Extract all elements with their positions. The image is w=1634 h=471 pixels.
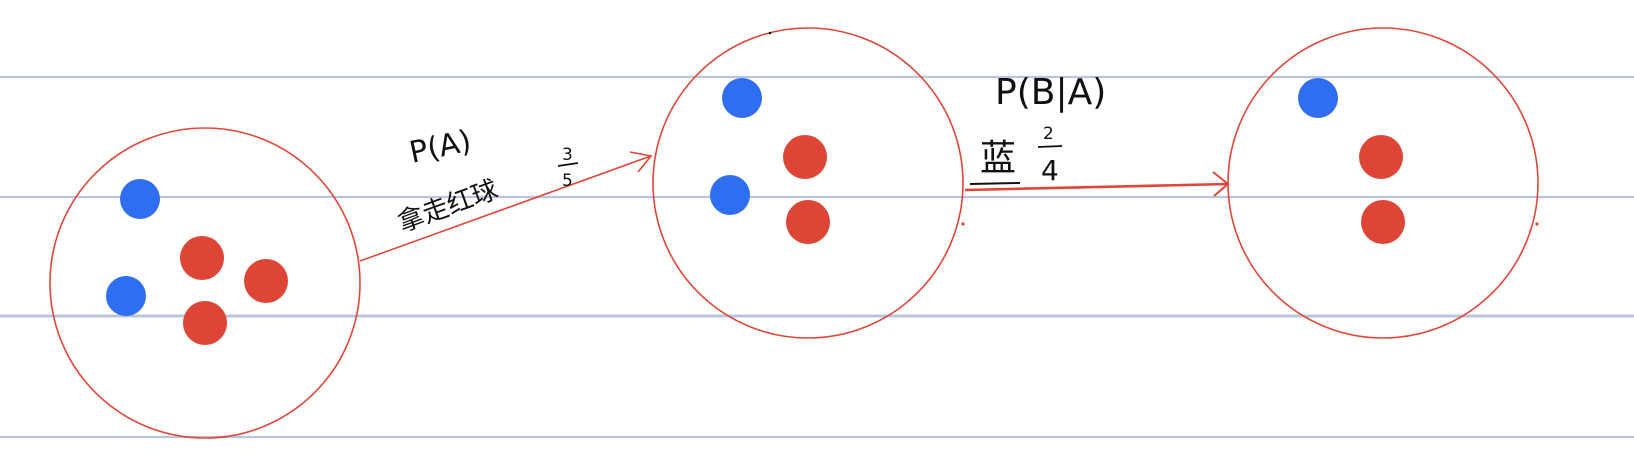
step2-event-label: P(B|A) [995, 72, 1106, 113]
fraction-bar [1037, 145, 1063, 148]
red-ball [783, 135, 827, 179]
blue-ball [120, 179, 160, 219]
blue-ball [710, 175, 750, 215]
blue-ball [1298, 78, 1338, 118]
red-ball [244, 259, 288, 303]
step1-annotation: P(A) 拿走红球 3 5 [394, 124, 579, 239]
blue-ball [106, 276, 146, 316]
blue-ball [722, 78, 762, 118]
underline [969, 182, 1021, 185]
red-ball [1359, 135, 1403, 179]
arrow-step2 [964, 171, 1230, 197]
step1-event-label: P(A) [406, 124, 474, 171]
stray-dot [1535, 222, 1539, 226]
ruled-lines [0, 75, 1634, 439]
step1-probability-numerator: 3 [562, 145, 573, 165]
arrow-head [1212, 171, 1230, 197]
urn-after-red-drawn [652, 27, 964, 339]
arrow-head [629, 151, 653, 173]
stray-dots [768, 31, 1539, 226]
step2-probability-numerator: 2 [1043, 124, 1054, 144]
urn-outline [1227, 27, 1539, 339]
step1-probability-denominator: 5 [562, 171, 573, 191]
red-ball [1361, 200, 1405, 244]
red-ball [786, 200, 830, 244]
urn-outline [49, 127, 361, 439]
arrow-shaft [964, 182, 1229, 192]
stray-dot [961, 222, 965, 226]
red-ball [180, 236, 224, 280]
stray-dot [768, 31, 772, 35]
arrow-shaft [359, 155, 652, 262]
step2-annotation: P(B|A) 蓝 2 4 [969, 72, 1106, 187]
urn-after-blue-drawn [1227, 27, 1539, 339]
urn-outline [652, 27, 964, 339]
step2-description: 蓝 [980, 138, 1016, 179]
red-ball [183, 301, 227, 345]
urn-initial [49, 127, 361, 439]
arrow-step1 [359, 151, 653, 262]
step2-probability-denominator: 4 [1041, 154, 1059, 187]
fraction-bar [557, 162, 579, 167]
